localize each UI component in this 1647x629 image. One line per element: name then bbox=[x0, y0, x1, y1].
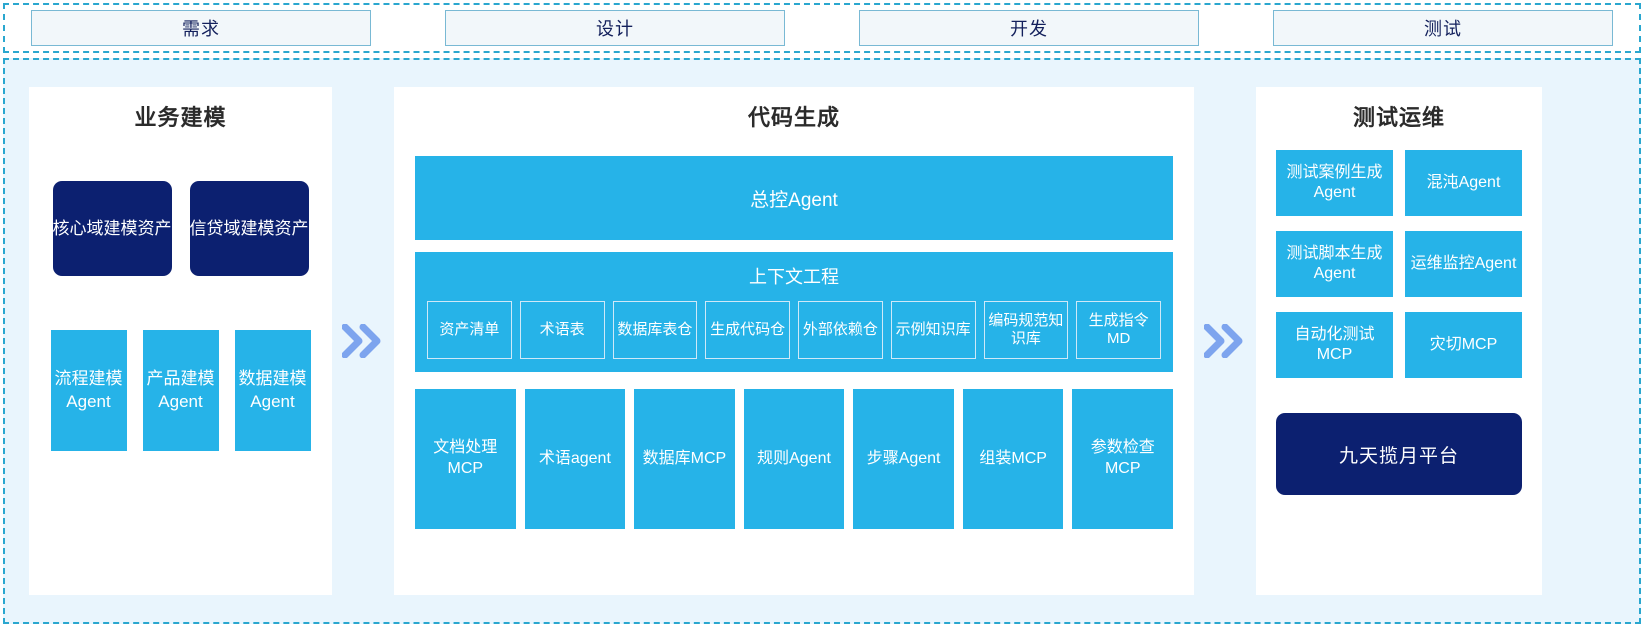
tool-row: 文档处理MCP 术语agent 数据库MCP 规则Agent 步骤Agent 组… bbox=[415, 389, 1174, 529]
tool-assembly-mcp[interactable]: 组装MCP bbox=[962, 389, 1064, 529]
context-item-example-knowledge-base[interactable]: 示例知识库 bbox=[890, 301, 976, 359]
panel-code-generation: 代码生成 总控Agent 上下文工程 资产清单 术语表 数据库表仓 生成代码仓 … bbox=[394, 87, 1194, 595]
context-item-external-dependency-repo[interactable]: 外部依赖仓 bbox=[798, 301, 883, 359]
context-item-db-table-repo[interactable]: 数据库表仓 bbox=[612, 301, 698, 359]
phase-tab-testing[interactable]: 测试 bbox=[1273, 10, 1613, 46]
agent-ops-monitoring[interactable]: 运维监控Agent bbox=[1405, 231, 1522, 297]
chevron-double-right-icon-left bbox=[332, 87, 394, 595]
context-item-asset-list[interactable]: 资产清单 bbox=[427, 301, 512, 359]
phase-tab-requirements[interactable]: 需求 bbox=[31, 10, 371, 46]
tool-parameter-check-mcp[interactable]: 参数检查MCP bbox=[1072, 389, 1174, 529]
phase-tab-design[interactable]: 设计 bbox=[445, 10, 785, 46]
asset-row: 核心域建模资产 信贷域建模资产 bbox=[29, 181, 332, 276]
panel-title-code-generation: 代码生成 bbox=[747, 105, 840, 130]
context-engineering-block: 上下文工程 资产清单 术语表 数据库表仓 生成代码仓 外部依赖仓 示例知识库 编… bbox=[415, 252, 1173, 372]
asset-credit-domain[interactable]: 信贷域建模资产 bbox=[189, 181, 309, 276]
agent-test-case-generation[interactable]: 测试案例生成Agent bbox=[1276, 150, 1393, 216]
panel-title-business-modeling: 业务建模 bbox=[134, 105, 227, 130]
agent-product-modeling[interactable]: 产品建模Agent bbox=[142, 330, 219, 451]
tool-glossary-agent[interactable]: 术语agent bbox=[524, 389, 626, 529]
test-ops-grid: 测试案例生成Agent 混沌Agent 测试脚本生成Agent 运维监控Agen… bbox=[1276, 150, 1522, 378]
tool-automated-test-mcp[interactable]: 自动化测试MCP bbox=[1276, 312, 1393, 378]
tool-rule-agent[interactable]: 规则Agent bbox=[743, 389, 845, 529]
tool-document-processing-mcp[interactable]: 文档处理MCP bbox=[415, 389, 516, 529]
tool-database-mcp[interactable]: 数据库MCP bbox=[634, 389, 735, 529]
context-item-generated-code-repo[interactable]: 生成代码仓 bbox=[705, 301, 790, 359]
master-agent-box[interactable]: 总控Agent bbox=[415, 156, 1173, 240]
context-item-glossary[interactable]: 术语表 bbox=[519, 301, 605, 359]
platform-jiutian-lanyue[interactable]: 九天揽月平台 bbox=[1276, 413, 1522, 495]
modeling-agent-row: 流程建模Agent 产品建模Agent 数据建模Agent bbox=[29, 330, 332, 451]
agent-test-script-generation[interactable]: 测试脚本生成Agent bbox=[1276, 231, 1393, 297]
context-engineering-title: 上下文工程 bbox=[749, 267, 839, 287]
phase-tab-development[interactable]: 开发 bbox=[859, 10, 1199, 46]
pipeline-region: 业务建模 核心域建模资产 信贷域建模资产 流程建模Agent 产品建模Agent… bbox=[3, 58, 1641, 624]
context-item-generation-instruction-md[interactable]: 生成指令MD bbox=[1076, 301, 1161, 359]
context-item-row: 资产清单 术语表 数据库表仓 生成代码仓 外部依赖仓 示例知识库 编码规范知识库… bbox=[415, 301, 1173, 359]
context-item-coding-standard-knowledge-base[interactable]: 编码规范知识库 bbox=[983, 301, 1069, 359]
panel-business-modeling: 业务建模 核心域建模资产 信贷域建模资产 流程建模Agent 产品建模Agent… bbox=[29, 87, 332, 595]
tool-step-agent[interactable]: 步骤Agent bbox=[853, 389, 954, 529]
phase-bar: 需求 设计 开发 测试 bbox=[3, 3, 1641, 53]
asset-core-domain[interactable]: 核心域建模资产 bbox=[52, 181, 172, 276]
agent-data-modeling[interactable]: 数据建模Agent bbox=[234, 330, 311, 451]
agent-chaos[interactable]: 混沌Agent bbox=[1405, 150, 1522, 216]
panel-test-ops: 测试运维 测试案例生成Agent 混沌Agent 测试脚本生成Agent 运维监… bbox=[1256, 87, 1542, 595]
chevron-double-right-icon-right bbox=[1194, 87, 1256, 595]
panel-title-test-ops: 测试运维 bbox=[1352, 105, 1445, 130]
tool-disaster-switch-mcp[interactable]: 灾切MCP bbox=[1405, 312, 1522, 378]
agent-process-modeling[interactable]: 流程建模Agent bbox=[50, 330, 127, 451]
